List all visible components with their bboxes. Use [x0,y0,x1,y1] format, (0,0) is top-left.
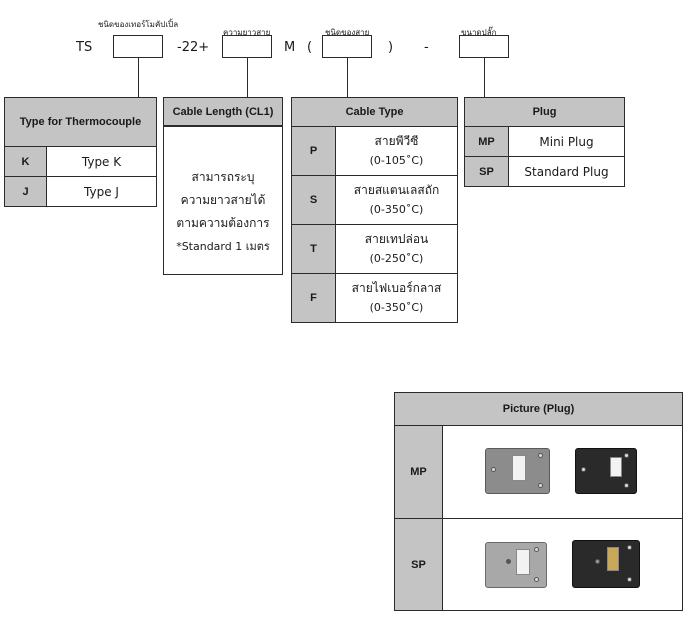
picture-table-header: Picture (Plug) [394,392,683,426]
screw-icon [534,577,539,582]
plug-value-sp: Standard Plug [508,156,625,187]
code-dash: - [424,40,429,55]
cable-code-p: P [291,126,336,176]
thermocouple-table: Type for Thermocouple K Type K J Type J [4,97,157,207]
cable-length-line2: ความยาวสายได้ [180,193,266,207]
thermo-value-j: Type J [46,176,157,207]
cable-value-t: สายเทปล่อน (0-250˚C) [335,224,458,274]
mini-plug-gray-image [485,448,550,494]
plug-label-sticker [516,549,530,575]
cable-value-f: สายไฟเบอร์กลาส (0-350˚C) [335,273,458,323]
cable-code-s: S [291,175,336,225]
plug-table-header: Plug [464,97,625,127]
label-cable-type: ชนิดของสาย [325,28,370,37]
cable-temp-p: (0-105˚C) [369,154,424,167]
cable-length-input-box[interactable] [222,35,272,58]
code-close-paren: ) [388,40,394,55]
plug-table: Plug MP Mini Plug SP Standard Plug [464,97,625,187]
thermo-code-k: K [4,146,47,177]
screw-icon [538,483,543,488]
cable-temp-f: (0-350˚C) [369,301,424,314]
screw-icon [624,453,629,458]
cable-name-p: สายพีวีซี [374,134,419,148]
thermocouple-table-header: Type for Thermocouple [4,97,157,147]
cable-temp-s: (0-350˚C) [369,203,424,216]
screw-icon [627,577,632,582]
thermo-type-input-box[interactable] [113,35,163,58]
picture-cell-sp [442,518,683,611]
screw-icon [595,559,600,564]
picture-code-sp: SP [394,518,443,611]
screw-icon [534,547,539,552]
plug-code-sp: SP [464,156,509,187]
cable-name-f: สายไฟเบอร์กลาส [351,281,442,295]
cable-temp-t: (0-250˚C) [369,252,424,265]
connector-line [247,58,248,98]
picture-cell-mp [442,425,683,519]
plug-label-sticker [610,457,622,477]
cable-type-input-box[interactable] [322,35,372,58]
cable-code-f: F [291,273,336,323]
cable-length-line3: ตามความต้องการ [176,216,270,230]
cable-length-header-box: Cable Length (CL1) [163,97,283,127]
thermo-code-j: J [4,176,47,207]
screw-icon [538,453,543,458]
standard-plug-gray-image [485,542,547,588]
cable-code-t: T [291,224,336,274]
cable-length-note: *Standard 1 เมตร [176,240,270,253]
code-open-paren: ( [307,40,313,55]
screw-icon [581,467,586,472]
screw-icon [624,483,629,488]
label-cable-length: ความยาวสาย [223,28,271,37]
plug-label-sticker [607,547,619,571]
cable-type-table: Cable Type P สายพีวีซี (0-105˚C) S สายสแ… [291,97,458,323]
cable-value-s: สายสแตนเลสถัก (0-350˚C) [335,175,458,225]
connector-line [138,58,139,98]
picture-table: Picture (Plug) MP SP [394,392,683,611]
cable-name-t: สายเทปล่อน [364,232,429,246]
screw-icon [627,545,632,550]
cable-value-p: สายพีวีซี (0-105˚C) [335,126,458,176]
plug-value-mp: Mini Plug [508,126,625,157]
code-prefix: TS [76,40,93,55]
plug-code-mp: MP [464,126,509,157]
screw-icon [491,467,496,472]
connector-line [347,58,348,98]
code-unit: M [284,40,296,55]
cable-type-table-header: Cable Type [291,97,458,127]
label-plug-size: ขนาดปลั๊ก [461,28,497,37]
code-mid: -22+ [177,40,210,55]
label-thermo-type: ชนิดของเทอร์โมคัปเปิ้ล [98,20,179,29]
cable-length-header: Cable Length (CL1) [163,97,283,127]
cable-name-s: สายสแตนเลสถัก [353,183,440,197]
plug-label-sticker [512,455,526,481]
cable-length-line1: สามารถระบุ [191,170,255,184]
connector-line [484,58,485,98]
standard-plug-black-image [572,540,640,588]
picture-code-mp: MP [394,425,443,519]
thermo-value-k: Type K [46,146,157,177]
cable-length-body: สามารถระบุ ความยาวสายได้ ตามความต้องการ … [163,125,283,275]
screw-icon [506,559,511,564]
plug-input-box[interactable] [459,35,509,58]
mini-plug-black-image [575,448,637,494]
